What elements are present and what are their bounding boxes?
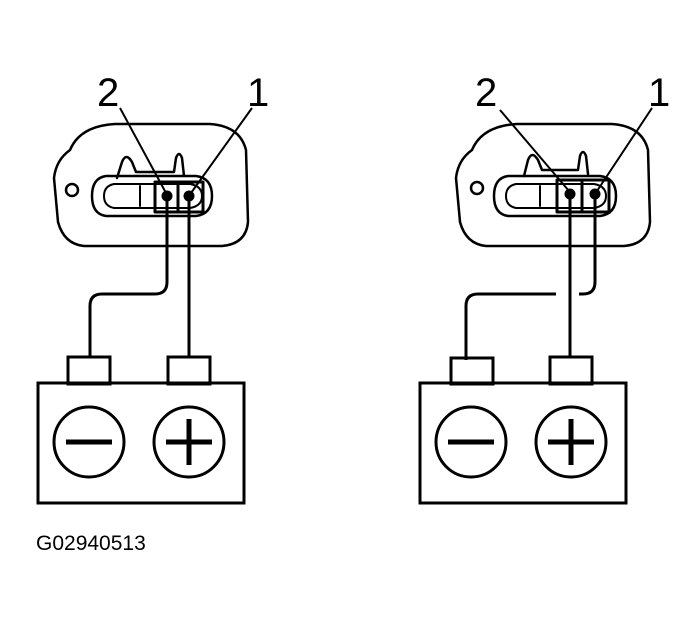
right-negative-post	[449, 356, 495, 386]
left-connector-shroud	[90, 174, 214, 218]
left-leader-2	[119, 107, 167, 194]
right-latch-tabs	[522, 150, 590, 178]
right-negative-terminal-ring	[434, 405, 508, 479]
right-positive-terminal-ring	[534, 405, 608, 479]
right-pin-label-2: 2	[475, 71, 497, 115]
right-wire-negative-loose	[464, 292, 556, 360]
right-leader-2	[499, 109, 570, 192]
left-negative-terminal-ring	[52, 405, 126, 479]
right-wire-to-terminal-1	[579, 194, 597, 296]
right-pin-label-1: 1	[648, 71, 670, 115]
right-connector-shroud	[492, 174, 618, 218]
right-wiring	[464, 194, 597, 360]
left-battery	[36, 355, 246, 505]
figure-code: G02940513	[36, 532, 146, 555]
left-pin-label-1: 1	[247, 71, 269, 115]
left-wire-negative	[88, 196, 169, 358]
left-battery-body	[36, 381, 246, 505]
right-leader-1	[596, 107, 653, 192]
left-assembly	[52, 122, 250, 248]
left-negative-post	[66, 355, 112, 386]
right-battery-body	[418, 381, 628, 505]
left-leader-1	[190, 107, 253, 194]
right-mounting-hole	[469, 180, 485, 196]
left-positive-terminal-ring	[152, 405, 226, 479]
right-assembly	[454, 122, 652, 248]
left-leader-lines	[119, 107, 253, 194]
right-positive-post	[548, 355, 594, 386]
left-pin-label-2: 2	[97, 71, 119, 115]
left-battery-symbols	[66, 419, 212, 465]
left-wiring	[88, 196, 191, 358]
right-battery	[418, 355, 628, 505]
left-connector-housing	[52, 122, 250, 248]
right-connector-housing	[454, 122, 652, 248]
right-battery-symbols	[448, 419, 594, 465]
left-positive-post	[166, 355, 212, 386]
left-mounting-hole	[64, 182, 80, 198]
right-leader-lines	[499, 107, 653, 192]
